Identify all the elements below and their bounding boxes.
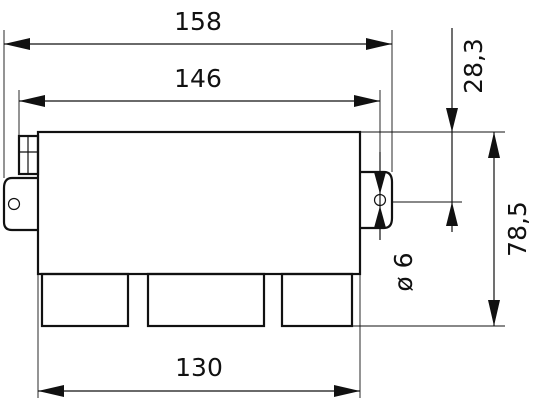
connector-left [40, 272, 130, 328]
dimension-78-5: 78,5 [488, 132, 532, 326]
connector-middle [146, 272, 266, 328]
right-mounting-lug [360, 170, 394, 230]
dimension-158-label: 158 [174, 7, 222, 36]
dimension-146: 146 [19, 64, 380, 107]
dimension-diameter-6-label: ø 6 [389, 252, 418, 291]
dimension-146-label: 146 [174, 64, 222, 93]
dimension-130: 130 [38, 353, 360, 397]
dimension-130-label: 130 [175, 353, 223, 382]
device-outline [2, 130, 394, 328]
housing [36, 130, 362, 276]
left-mounting-lug [2, 176, 38, 232]
dimension-158: 158 [4, 7, 392, 50]
dimension-28-3-label: 28,3 [459, 38, 488, 94]
left-mounting-hole [7, 197, 21, 211]
extension-lines [3, 30, 505, 398]
dimension-diameter-6: ø 6 [374, 152, 418, 292]
connector-right [280, 272, 354, 328]
dimension-28-3: 28,3 [446, 28, 488, 232]
dimension-78-5-label: 78,5 [503, 201, 532, 257]
